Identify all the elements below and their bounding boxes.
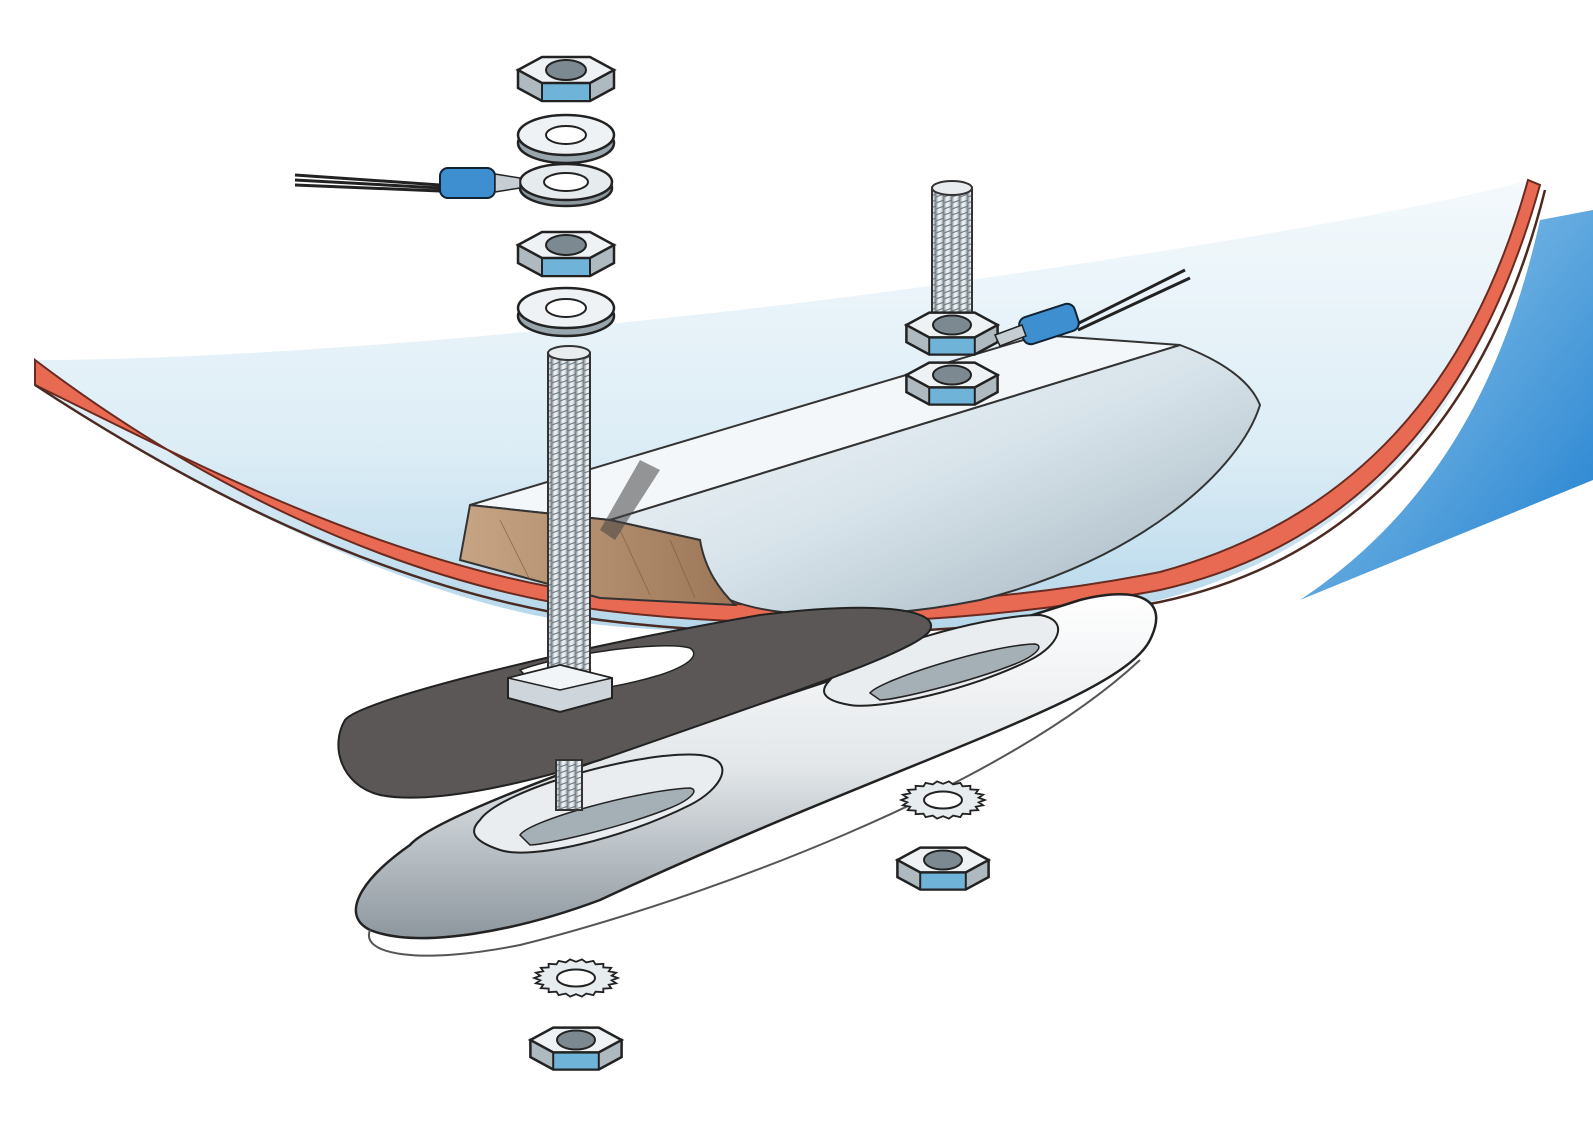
- star-lock-washer: [531, 958, 621, 998]
- ring-terminal: [518, 162, 614, 208]
- ring-terminal-cable: [294, 167, 521, 199]
- flat-washer: [516, 113, 616, 165]
- plate-slot: [823, 613, 1060, 707]
- hex-nut: [894, 846, 992, 891]
- ring-terminal-cable: [993, 268, 1191, 347]
- internal-backing-block: [458, 333, 1262, 616]
- star-lock-washer: [898, 780, 988, 820]
- hex-nut: [527, 1026, 625, 1071]
- hex-nut: [903, 311, 1001, 356]
- hex-nut: [515, 55, 617, 103]
- hardware-stack: [515, 55, 1001, 1071]
- through-bolt: [507, 345, 613, 811]
- stud-bolt: [931, 180, 973, 314]
- flat-washer: [516, 286, 616, 338]
- wood-end-grain: [458, 503, 738, 607]
- hex-nut: [515, 230, 617, 278]
- hull-outer-blue: [1300, 210, 1593, 600]
- hex-nut: [903, 361, 1001, 406]
